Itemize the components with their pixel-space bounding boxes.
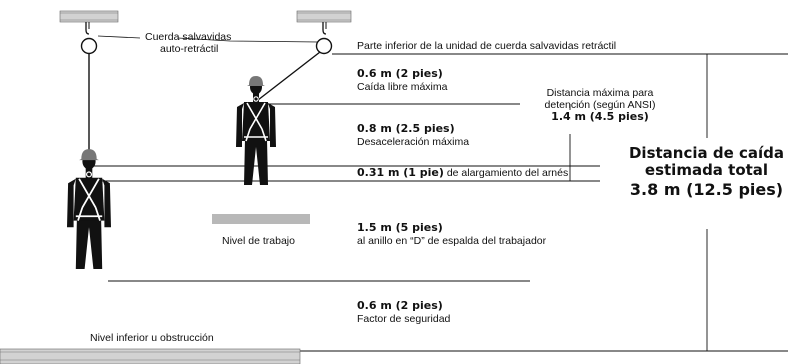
srl-unit-left — [80, 37, 98, 55]
safety-factor-value: 0.6 m (2 pies) — [357, 299, 443, 312]
work-level-label: Nivel de trabajo — [222, 235, 295, 247]
free-fall-value: 0.6 m (2 pies) — [357, 67, 443, 80]
anchor-beam-right — [296, 10, 352, 23]
srl-unit-right — [315, 37, 333, 55]
harness-stretch-label: de alargamiento del arnés — [446, 167, 569, 179]
harness-stretch-value: 0.31 m (1 pie) — [357, 166, 444, 179]
total-distance-value: 3.8 m (12.5 pies) — [629, 180, 784, 199]
lifeline-name-line-1: Cuerda salvavidas — [145, 31, 232, 43]
anchor-beam-left — [59, 10, 119, 23]
ansi-label-line-2: detención (según ANSI) — [544, 99, 656, 111]
deceleration-value: 0.8 m (2.5 pies) — [357, 122, 455, 135]
deceleration-label: Desaceleración máxima — [357, 136, 470, 148]
total-distance-line-2: estimada total — [644, 161, 769, 179]
ansi-label-line-1: Distancia máxima para — [546, 87, 654, 99]
safety-factor-label: Factor de seguridad — [357, 313, 451, 325]
anchor-hook-right — [322, 22, 327, 35]
ansi-value: 1.4 m (4.5 pies) — [551, 110, 649, 123]
lifeline-name-line-2: auto-retráctil — [160, 43, 219, 55]
lower-level-label: Nivel inferior u obstrucción — [90, 332, 214, 344]
dring-height-label: al anillo en “D” de espalda del trabajad… — [357, 235, 547, 247]
measurement-lines — [90, 53, 788, 352]
lower-obstruction-beam — [0, 348, 301, 364]
unit-bottom-label: Parte inferior de la unidad de cuerda sa… — [357, 40, 617, 52]
harness-stretch-row: 0.31 m (1 pie) de alargamiento del arnés — [357, 166, 569, 179]
total-distance-line-1: Distancia de caída — [628, 144, 785, 162]
work-platform — [212, 214, 310, 224]
lifeline-rope-right — [257, 51, 321, 101]
worker-figure-fallen — [66, 148, 112, 270]
dring-height-value: 1.5 m (5 pies) — [357, 221, 443, 234]
lifeline-label-leader — [97, 35, 319, 43]
free-fall-label: Caída libre máxima — [357, 81, 448, 93]
worker-figure-standing — [235, 75, 277, 186]
anchor-hook-left — [85, 22, 90, 35]
